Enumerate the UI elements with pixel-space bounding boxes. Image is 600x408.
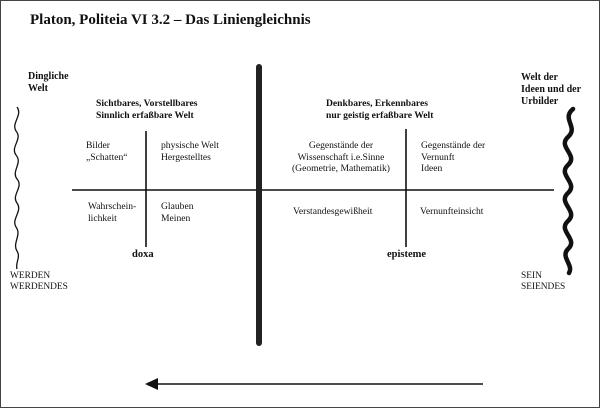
- intelligible-realm-heading: Denkbares, Erkennbares nur geistig erfaß…: [326, 98, 434, 121]
- belief-label: Glauben Meinen: [161, 201, 194, 224]
- episteme-label: episteme: [387, 249, 427, 260]
- visible-realm-heading: Sichtbares, Vorstellbares Sinnlich erfaß…: [96, 98, 198, 121]
- direction-arrow-head: [145, 378, 158, 390]
- doxa-label: doxa: [132, 249, 154, 260]
- left-wavy-line: [13, 106, 20, 270]
- reason-objects-label: Gegenstände der Vernunft Ideen: [421, 140, 486, 174]
- images-shadows-label: Bilder „Schatten“: [86, 140, 128, 163]
- being-label: SEIN SEIENDES: [521, 271, 566, 293]
- probability-label: Wahrschein- lichkeit: [88, 201, 137, 224]
- science-objects-label: Gegenstände der Wissenschaft i.e.Sinne (…: [291, 140, 391, 174]
- reason-insight-label: Vernunfteinsicht: [420, 206, 484, 217]
- physical-world-label: physische Welt Hergestelltes: [161, 140, 219, 163]
- left-world-heading: Dingliche Welt: [28, 71, 69, 94]
- right-wavy-line: [562, 106, 576, 276]
- becoming-label: WERDEN WERDENDES: [10, 271, 68, 293]
- page-title: Platon, Politeia VI 3.2 – Das Linienglei…: [30, 12, 311, 28]
- right-world-heading: Welt der Ideen und der Urbilder: [521, 72, 582, 107]
- understanding-certainty-label: Verstandesgewißheit: [293, 206, 373, 217]
